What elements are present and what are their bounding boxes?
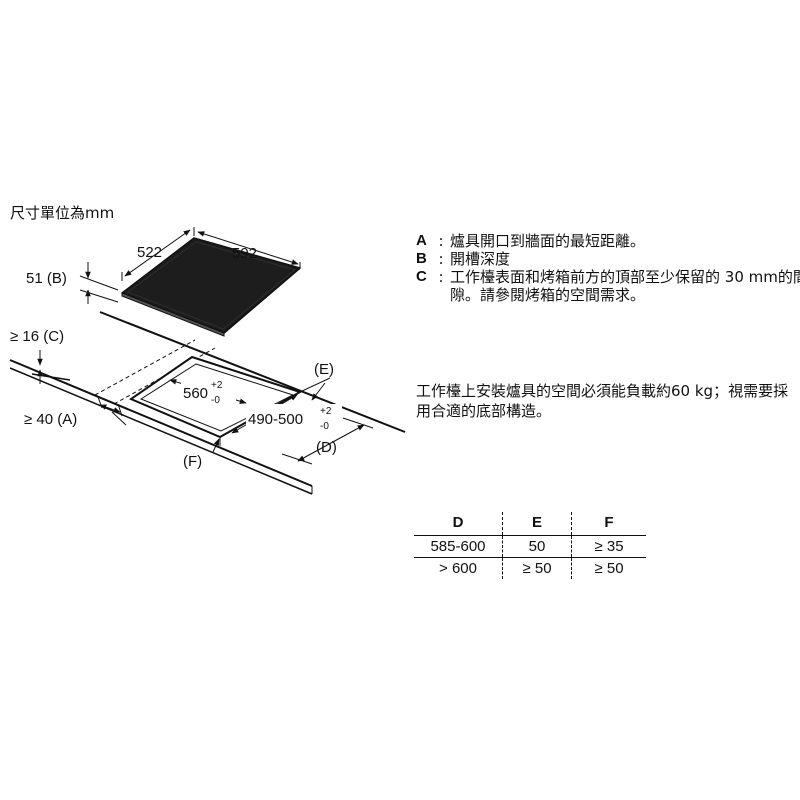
- label-d: (D): [316, 439, 337, 456]
- table-row: > 600 ≥ 50 ≥ 50: [414, 557, 646, 579]
- legend-colon: :: [438, 250, 444, 268]
- legend-item: C : 工作檯表面和烤箱前方的頂部至少保留的 30 mm的間隙。請參閱烤箱的空間…: [416, 268, 800, 304]
- thickness-label: 51 (B): [26, 270, 67, 287]
- label-f: (F): [183, 453, 202, 470]
- cutout-width-tol-plus: +2: [320, 406, 332, 417]
- legend-colon: :: [438, 268, 444, 286]
- countertop: [9, 311, 406, 495]
- width-dimension: 592: [197, 231, 301, 268]
- cutout-depth-label: 560: [183, 385, 208, 402]
- legend-key: C: [416, 268, 427, 285]
- table-header: F: [571, 512, 646, 536]
- table-cell: ≥ 50: [502, 557, 572, 579]
- table-header: E: [502, 512, 572, 536]
- clearance-table: D E F 585-600 50 ≥ 35 > 600 ≥ 50 ≥ 50: [414, 512, 646, 579]
- table-row: 585-600 50 ≥ 35: [414, 535, 646, 558]
- legend-text: 開槽深度: [450, 250, 511, 268]
- table-cell: > 600: [439, 560, 477, 577]
- legend: A : 爐具開口到牆面的最短距離。 B : 開槽深度 C : 工作檯表面和烤箱前…: [416, 232, 800, 304]
- cutout-depth-tol-plus: +2: [211, 380, 223, 391]
- cutout-width-label: 490-500: [248, 411, 303, 428]
- label-e: (E): [314, 361, 334, 378]
- table-header-row: D E F: [414, 512, 646, 536]
- cutout-depth-tol-minus: -0: [211, 395, 220, 406]
- table-cell: ≥ 35: [571, 535, 646, 558]
- width-label: 592: [232, 245, 257, 262]
- unit-note: 尺寸單位為mm: [10, 204, 115, 222]
- thickness-dimension: 51 (B): [26, 262, 119, 304]
- depth-dimension: 522: [121, 227, 195, 281]
- legend-key: A: [416, 232, 427, 249]
- load-note: 工作檯上安裝爐具的空間必須能負載約60 kg；視需要採用合適的底部構造。: [416, 382, 789, 420]
- legend-text: 爐具開口到牆面的最短距離。: [450, 232, 646, 250]
- legend-item: B : 開槽深度: [416, 250, 800, 268]
- clearance-d: (D): [281, 417, 374, 465]
- clearance-f: (F): [183, 437, 221, 470]
- legend-key: B: [416, 250, 427, 267]
- clearance-a-label: ≥ 40 (A): [24, 411, 77, 428]
- legend-text: 工作檯表面和烤箱前方的頂部至少保留的 30 mm的間隙。請參閱烤箱的空間需求。: [450, 268, 800, 304]
- clearance-e: (E): [299, 361, 334, 401]
- clearance-c-label: ≥ 16 (C): [10, 328, 64, 345]
- clearance-a: ≥ 40 (A): [24, 396, 127, 428]
- table-cell: 50: [502, 535, 572, 558]
- depth-label: 522: [137, 244, 162, 261]
- legend-item: A : 爐具開口到牆面的最短距離。: [416, 232, 800, 250]
- table-cell: 585-600: [414, 535, 503, 558]
- table-cell: ≥ 50: [571, 557, 646, 579]
- clearance-c: ≥ 16 (C): [10, 328, 71, 384]
- legend-colon: :: [438, 232, 444, 250]
- cutout-width-tol-minus: -0: [320, 421, 329, 432]
- cutout-depth-dimension: 560 +2 -0: [169, 378, 247, 406]
- table-header: D: [414, 512, 503, 536]
